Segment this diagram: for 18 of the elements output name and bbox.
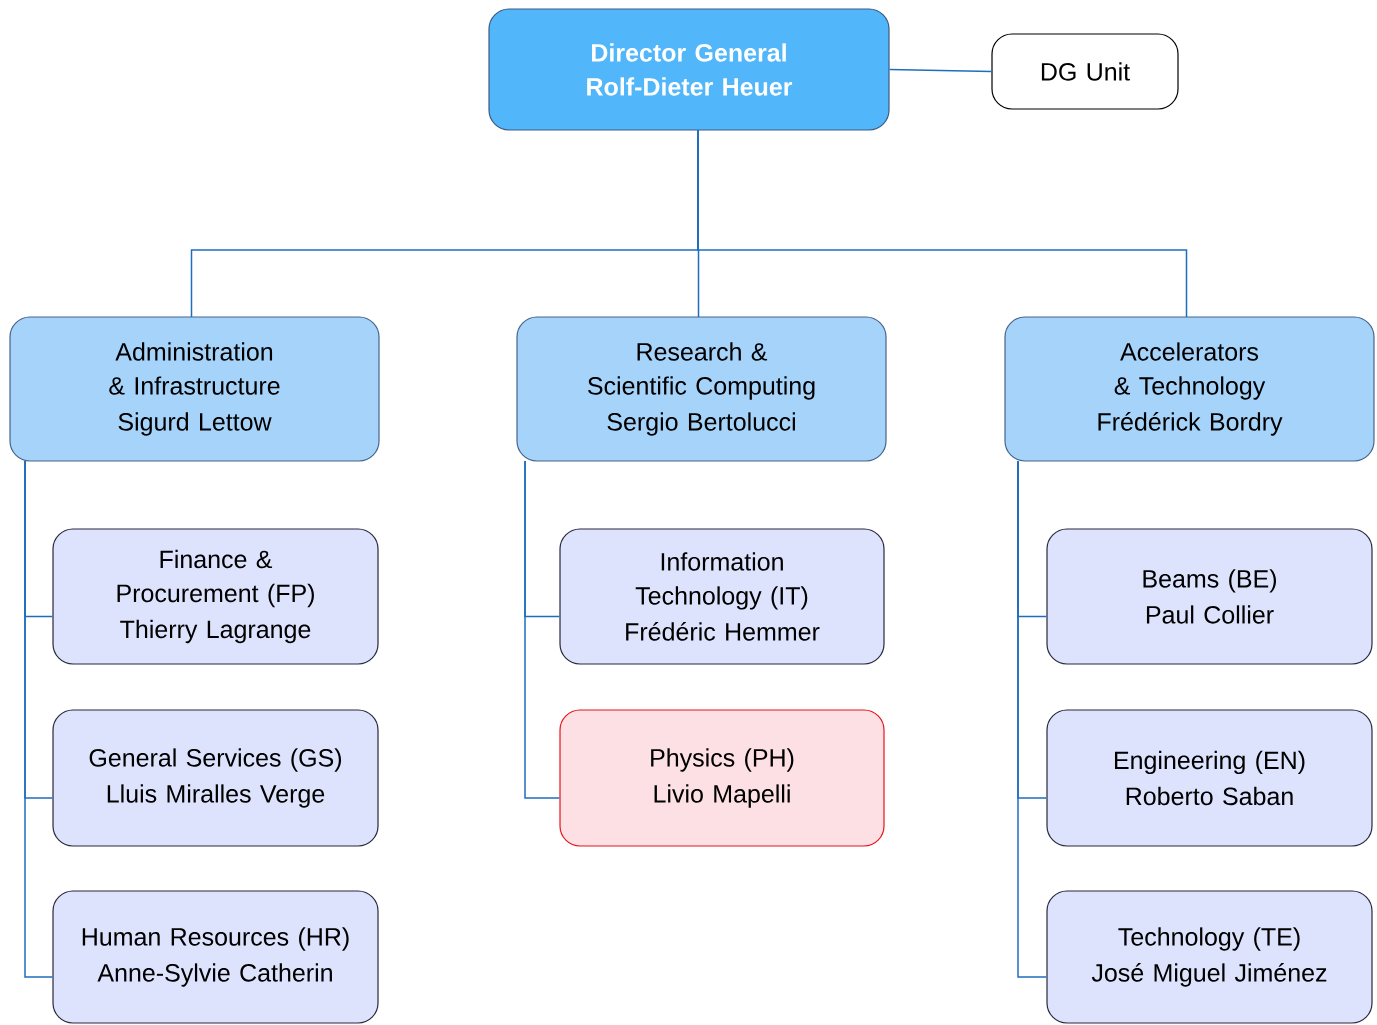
group-box: Engineering (EN) Roberto Saban xyxy=(1046,709,1373,847)
group-box: Information Technology (IT) Frédéric Hemmer xyxy=(559,528,885,665)
unit-box: DG Unit xyxy=(991,33,1179,110)
connector-line xyxy=(1017,460,1048,978)
group-box: Physics (PH) Livio Mapelli xyxy=(559,709,885,847)
group-box: Beams (BE) Paul Collier xyxy=(1046,528,1373,665)
department-box: Research & Scientific Computing Sergio Bertolucci xyxy=(516,316,887,462)
group-box: Finance & Procurement (FP) Thierry Lagrange xyxy=(52,528,379,665)
department-box: Administration & Infrastructure Sigurd Lettow xyxy=(9,316,380,462)
connector-line xyxy=(524,460,561,799)
group-box: Technology (TE) José Miguel Jiménez xyxy=(1046,890,1373,1024)
connector-line xyxy=(24,460,54,978)
connector-line xyxy=(697,129,1188,318)
director-box: Director General Rolf-Dieter Heuer xyxy=(488,8,890,131)
group-box: General Services (GS) Lluis Miralles Verge xyxy=(52,709,379,847)
department-box: Accelerators & Technology Frédérick Bordry xyxy=(1004,316,1375,462)
group-box: Human Resources (HR) Anne-Sylvie Catherin xyxy=(52,890,379,1024)
connector-line xyxy=(888,68,993,73)
